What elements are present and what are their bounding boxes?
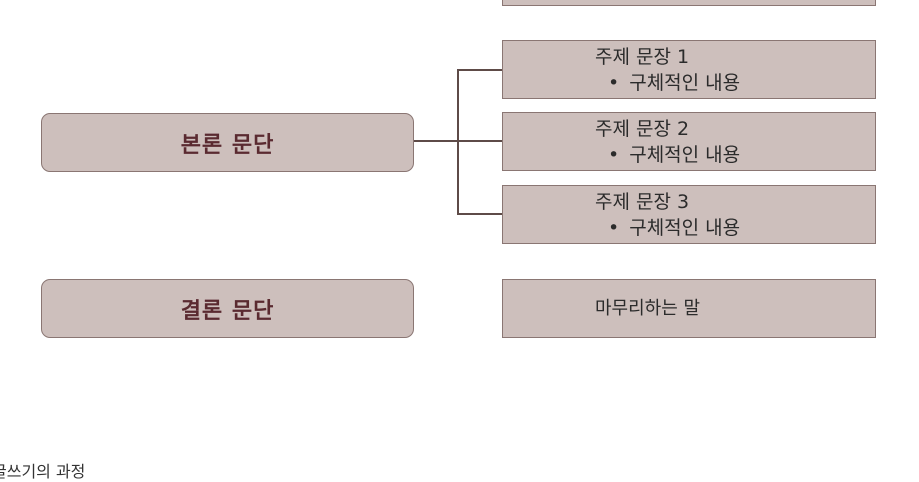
detail-text: 구체적인 내용: [629, 72, 741, 94]
connector-branch-3: [457, 213, 503, 215]
connector-vertical: [457, 69, 459, 215]
topic-sentence-title: 주제 문장 3: [595, 191, 690, 213]
intro-content-box-partial: [502, 0, 876, 6]
bullet-icon: •: [608, 72, 620, 94]
topic-sentence-detail: • 구체적인 내용: [608, 216, 740, 240]
topic-sentence-box-3: 주제 문장 3 • 구체적인 내용: [502, 185, 876, 244]
connector-branch-1: [457, 69, 503, 71]
body-paragraph-label: 본론 문단: [180, 132, 275, 158]
connector-branch-2: [457, 140, 503, 142]
bullet-icon: •: [608, 144, 620, 166]
topic-sentence-title: 주제 문장 1: [595, 46, 690, 68]
topic-sentence-box-1: 주제 문장 1 • 구체적인 내용: [502, 40, 876, 99]
topic-sentence-title: 주제 문장 2: [595, 118, 690, 140]
conclusion-content-box: 마무리하는 말: [502, 279, 876, 338]
bullet-icon: •: [608, 217, 620, 239]
detail-text: 구체적인 내용: [629, 217, 741, 239]
topic-sentence-detail: • 구체적인 내용: [608, 71, 740, 95]
conclusion-paragraph-box: 결론 문단: [41, 279, 414, 338]
figure-caption: 글쓰기의 과정: [0, 462, 86, 481]
topic-sentence-detail: • 구체적인 내용: [608, 143, 740, 167]
body-paragraph-box: 본론 문단: [41, 113, 414, 172]
conclusion-content-text: 마무리하는 말: [595, 298, 701, 319]
topic-sentence-box-2: 주제 문장 2 • 구체적인 내용: [502, 112, 876, 171]
conclusion-paragraph-label: 결론 문단: [180, 298, 275, 324]
connector-main: [413, 140, 459, 142]
detail-text: 구체적인 내용: [629, 144, 741, 166]
